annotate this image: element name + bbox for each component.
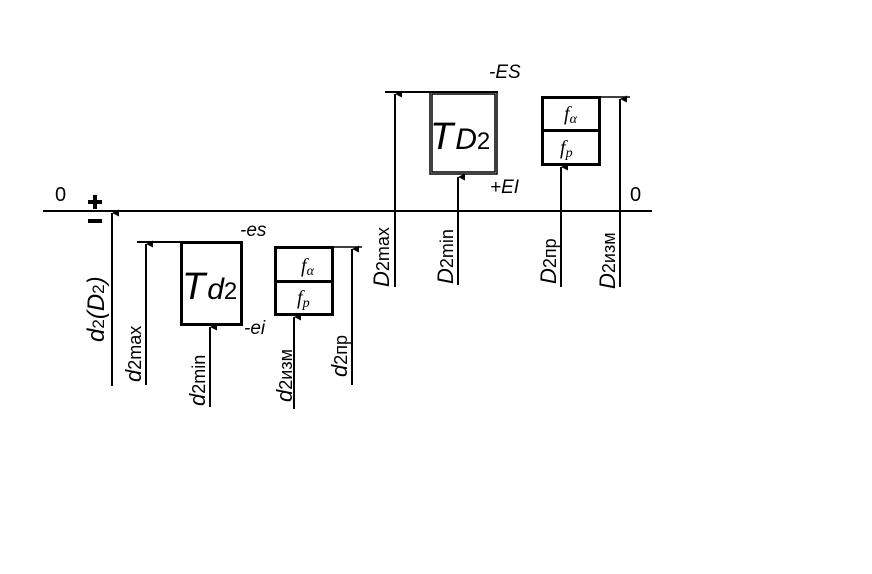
D2min-label: D2min: [433, 229, 458, 284]
bolt-f-p-box: [274, 280, 334, 316]
bolt-f-p-label: fp: [297, 287, 310, 311]
d2pr-label: d2пр: [327, 335, 352, 377]
D2max-label: D2max: [369, 227, 394, 287]
nut-f-alpha-label: fα: [564, 103, 578, 127]
D2pr-label: D2пр: [536, 238, 561, 284]
nut-f-p-box: [541, 129, 601, 166]
nut-lower-dev-label: +EI: [490, 177, 520, 198]
nut-upper-dev-label: -ES: [489, 62, 521, 83]
D2izm-label: D2изм: [595, 232, 620, 289]
d2-label: d2(D2): [83, 276, 110, 342]
zero-label-right: 0: [630, 184, 641, 206]
d2izm-label: d2изм: [272, 349, 297, 402]
bolt-upper-dev-label: -es: [240, 220, 267, 241]
d2max-label: d2max: [121, 326, 146, 382]
zero-label-left: 0: [55, 184, 66, 206]
bolt-tolerance-label: Td2: [182, 266, 237, 308]
bolt-lower-dev-label: -ei: [244, 318, 266, 339]
bolt-f-alpha-label: fα: [301, 255, 315, 279]
minus-sign: [88, 219, 102, 223]
nut-f-p-label: fp: [560, 137, 573, 161]
plus-sign: [88, 195, 102, 209]
nut-tolerance-label: TD2: [430, 116, 490, 158]
nut-tolerance-box-inner: [431, 93, 496, 173]
d2min-label: d2min: [185, 355, 210, 406]
